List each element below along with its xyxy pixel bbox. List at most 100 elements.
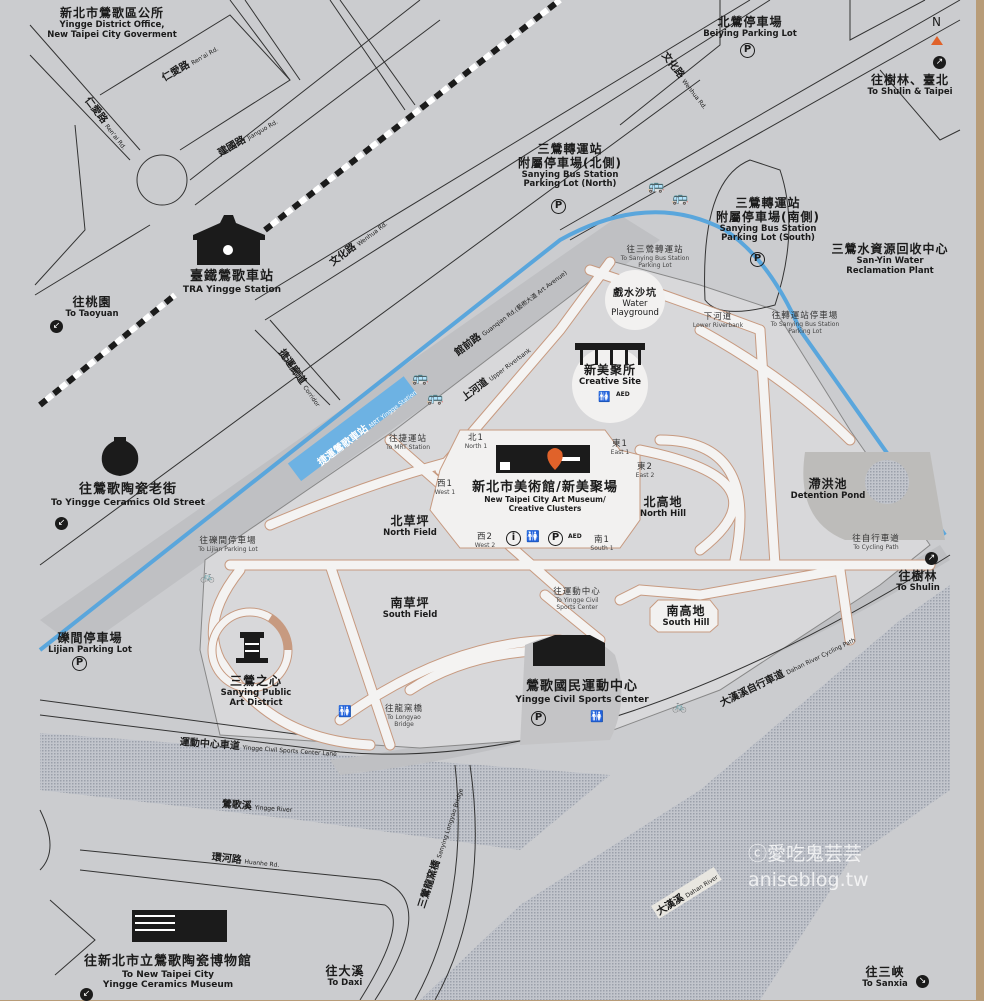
- label-en: To Shulin & Taipei: [867, 86, 953, 97]
- label-zh: 東1: [612, 439, 628, 449]
- label-zh: 往新北市立鶯歌陶瓷博物館: [83, 954, 253, 969]
- yingge-river: [40, 733, 610, 850]
- label-en: Reclamation Plant: [846, 265, 934, 276]
- label-en: To Lijian Parking Lot: [198, 545, 258, 553]
- label-zh: 下河道: [703, 312, 733, 322]
- bike-parking-icon: 🚲: [200, 569, 215, 583]
- label-en: South Field: [382, 609, 438, 620]
- bus-icon: 🚌: [427, 391, 444, 406]
- restroom-icon: 🚻: [338, 705, 352, 718]
- label-en: Creative Clusters: [508, 503, 582, 513]
- label-en: Parking Lot (North): [523, 179, 617, 190]
- label-zh: 礫間停車場: [57, 631, 123, 645]
- arrow-southwest-icon: ↙: [55, 515, 68, 530]
- location-pin-icon: [547, 448, 563, 470]
- label-zh: 鶯歌國民運動中心: [525, 679, 639, 694]
- label-zh: 三鶯轉運站: [735, 196, 801, 210]
- label-zh: 新美聚所: [583, 363, 637, 377]
- label-en: To Shulin: [896, 582, 940, 593]
- label-zh: 南高地: [666, 604, 706, 618]
- label-en: To Sanxia: [862, 978, 908, 989]
- watermark-line: ⓒ愛吃鬼芸芸: [748, 843, 863, 865]
- restroom-icon: 🚻: [590, 710, 604, 723]
- label-en: Yingge Civil Sports Center: [515, 694, 649, 705]
- label-zh: 滯洪池: [808, 477, 848, 491]
- label-zh: 往三鶯轉運站: [626, 245, 684, 255]
- creative-site-plaza: [572, 347, 648, 423]
- label-zh: 往龍窯橋: [384, 704, 424, 714]
- label-en: North 1: [464, 442, 488, 450]
- label-en: Playground: [611, 308, 659, 319]
- arrow-southeast-icon: ↘: [916, 973, 929, 988]
- label-en: To MRT Station: [385, 443, 431, 451]
- ceramics-jar-icon: [101, 437, 139, 476]
- label-en: San-Yin Water: [856, 255, 924, 266]
- bus-icon: 🚌: [412, 371, 429, 386]
- art-district-icon: [236, 632, 268, 663]
- label-en: Parking Lot (South): [721, 233, 815, 244]
- label-zh: 臺鐵鶯歌車站: [189, 269, 275, 284]
- label-en: North Field: [383, 527, 437, 538]
- label-en: Parking Lot: [788, 327, 822, 335]
- label-en: Water: [622, 298, 648, 309]
- label-en: West 1: [434, 488, 456, 496]
- label-zh: 往捷運站: [388, 434, 428, 444]
- tra-station-building-icon: [193, 215, 265, 265]
- label-zh: 往礫間停車場: [199, 536, 257, 546]
- label-en: Art District: [229, 697, 283, 708]
- aed-icon: AED: [568, 533, 582, 540]
- label-zh: 北高地: [643, 495, 683, 509]
- bike-parking-icon: 🚲: [672, 699, 687, 713]
- label-en: East 1: [610, 448, 630, 456]
- sports-center-icon: [533, 635, 605, 666]
- label-en: Detention Pond: [790, 490, 866, 501]
- info-icon: i: [506, 530, 521, 546]
- label-en: Yingge River: [254, 804, 293, 814]
- label-en: Sanying Bus Station: [521, 169, 619, 180]
- parking-icon: P: [750, 251, 765, 267]
- label-en: Creative Site: [578, 376, 642, 387]
- label-zh: 往運動中心: [553, 587, 601, 597]
- label-en: Parking Lot: [638, 261, 672, 269]
- label-en: West 2: [474, 541, 496, 549]
- creative-site-icon: [575, 343, 645, 365]
- arrow-northeast-icon: ↗: [933, 54, 946, 69]
- mrt-line: [38, 210, 947, 652]
- label-zh: 三鶯轉運站: [537, 142, 603, 156]
- label-en: Beiying Parking Lot: [703, 28, 797, 39]
- label-zh: 新北市美術館/新美聚場: [472, 480, 618, 495]
- label-zh: 往自行車道: [852, 534, 900, 544]
- label-en: New Taipei City Goverment: [47, 29, 177, 40]
- label-zh: 北草坪: [390, 514, 430, 528]
- water-playground-plaza: [605, 270, 665, 330]
- label-en: Bridge: [394, 720, 414, 728]
- arrow-southwest-icon: ↙: [50, 318, 63, 333]
- arrow-southwest-icon: ↙: [80, 986, 93, 1001]
- label-en: TRA Yingge Station: [182, 284, 282, 295]
- label-zh: 三鶯水資源回收中心: [831, 242, 949, 256]
- label-en: To New Taipei City: [121, 969, 215, 980]
- label-en: Sanying Bus Station: [719, 223, 817, 234]
- label-zh: 北鶯停車場: [717, 15, 783, 29]
- label-en: To Daxi: [327, 977, 363, 988]
- label-en: South Hill: [662, 617, 710, 628]
